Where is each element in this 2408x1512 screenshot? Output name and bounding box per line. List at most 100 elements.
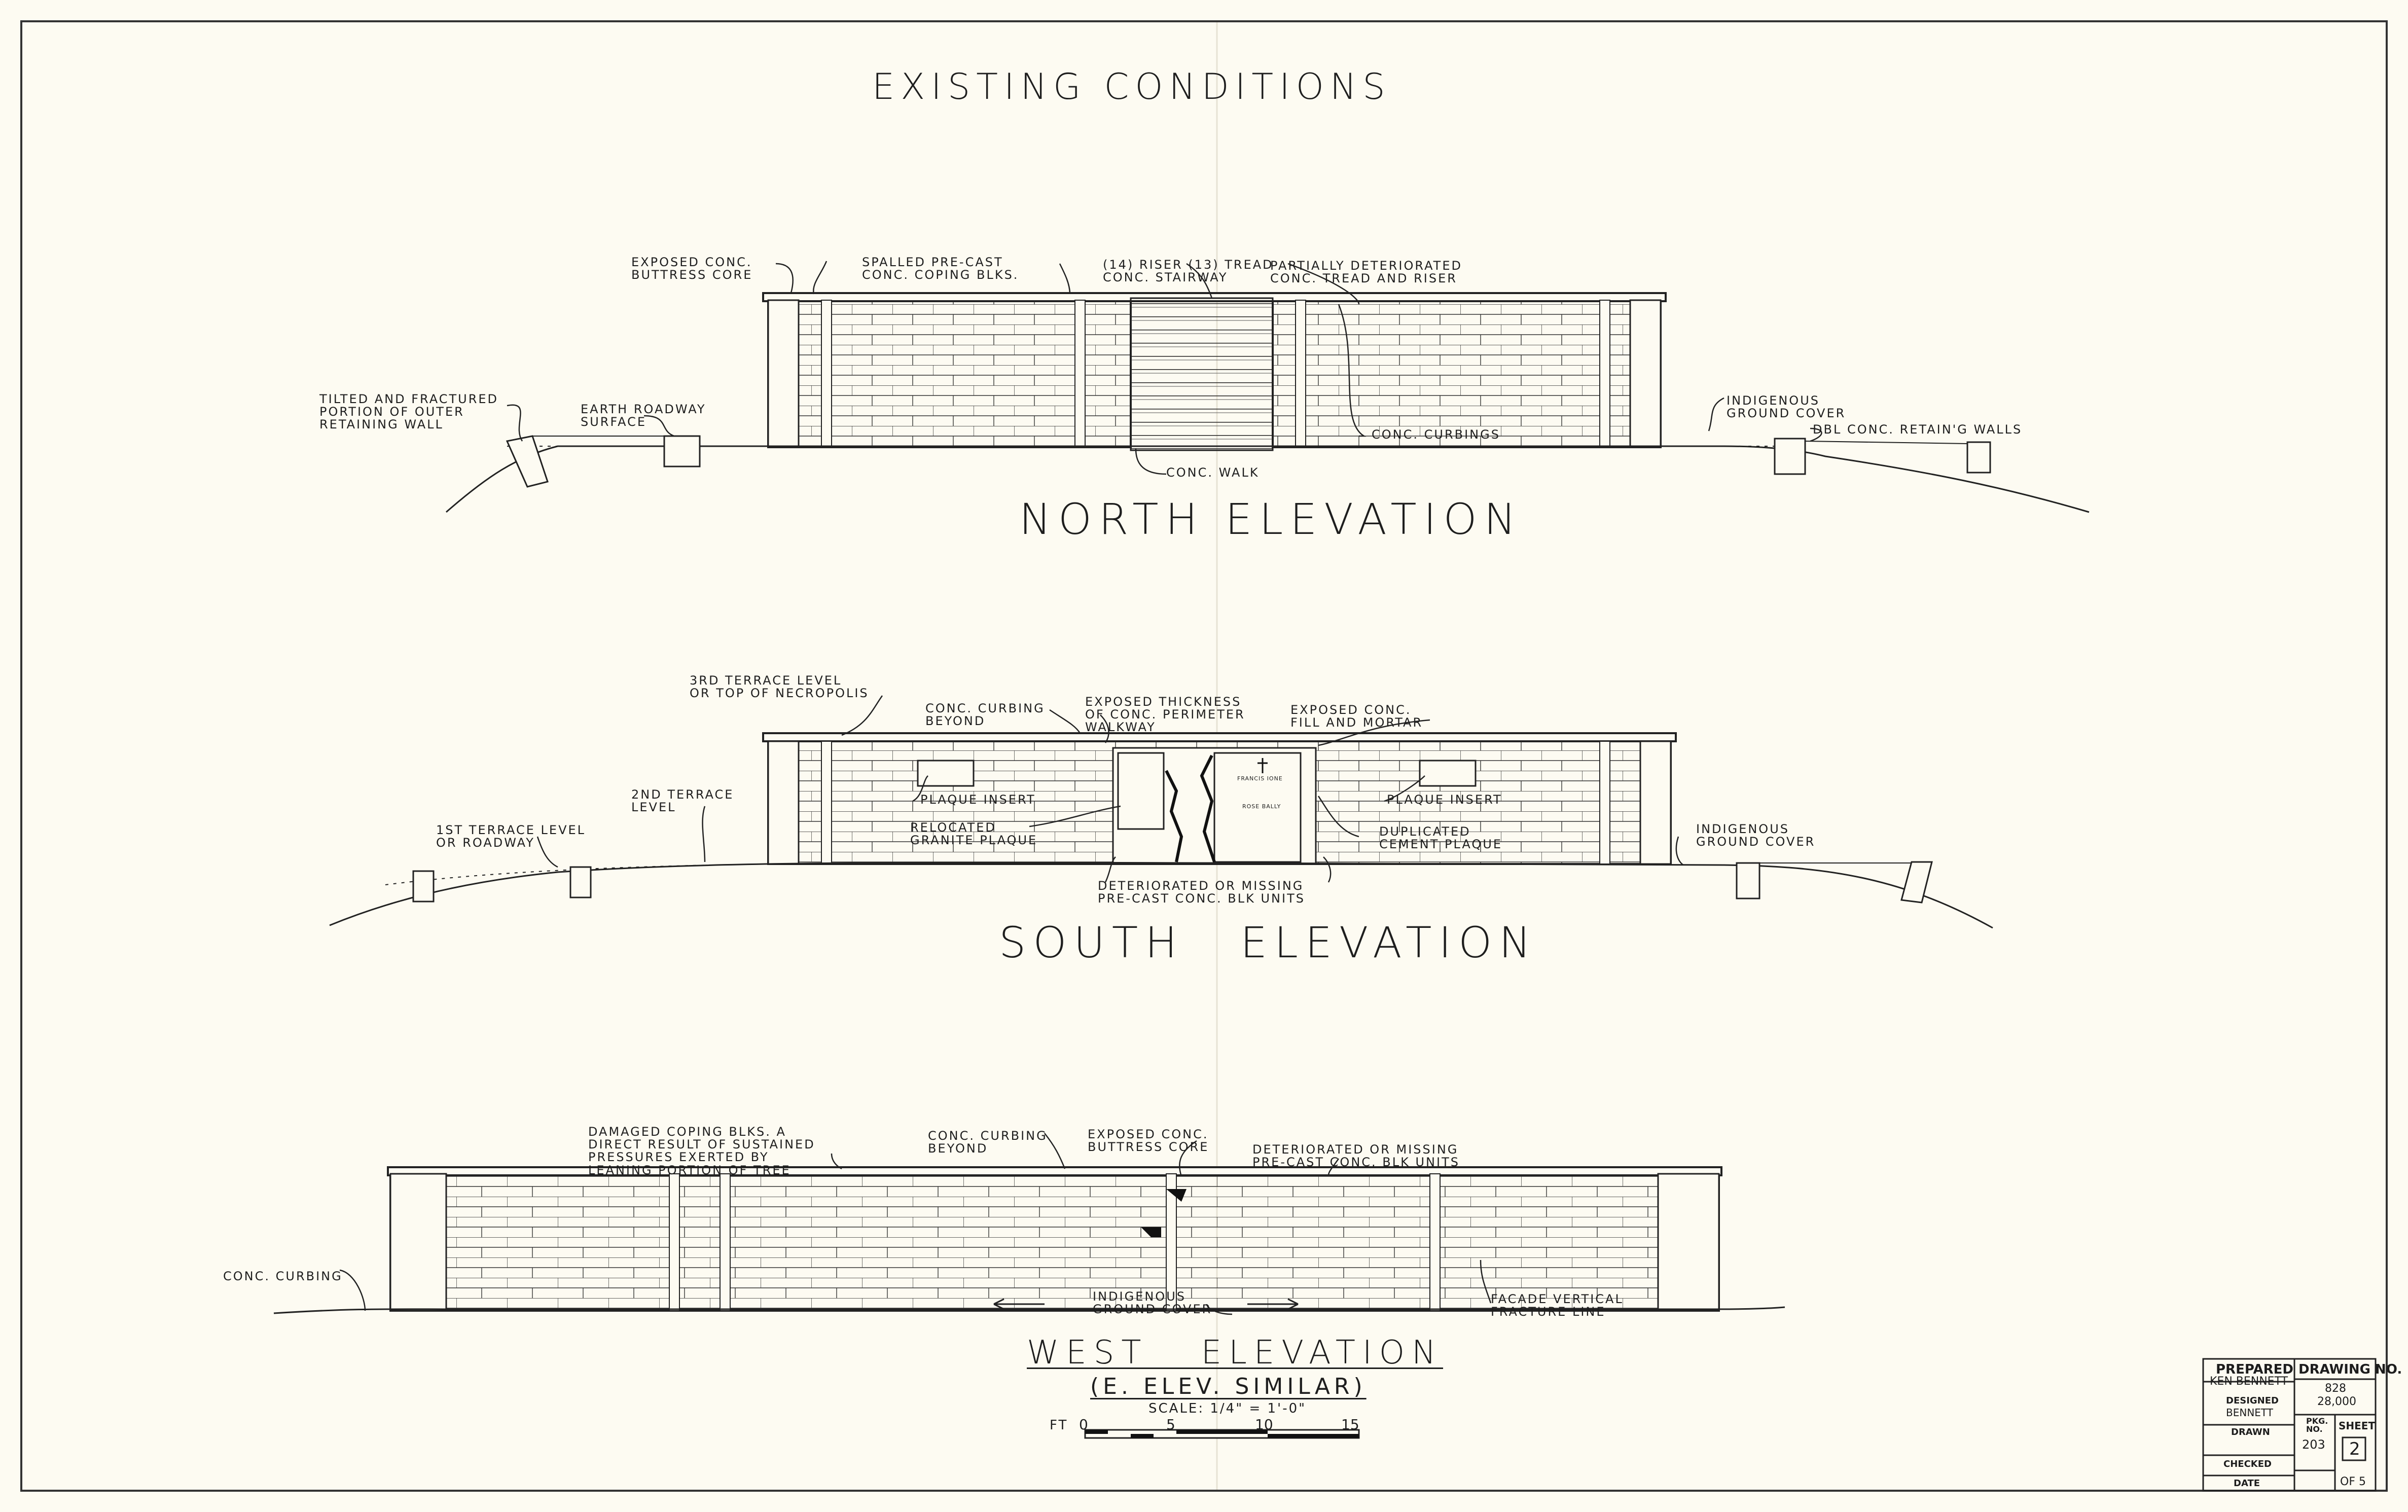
note-north-ground: Indigenous ground cover xyxy=(1727,393,1846,421)
south-terrace-wall-2 xyxy=(569,866,592,898)
tb-designed-by: Bennett xyxy=(2226,1407,2273,1419)
north-buttress-5 xyxy=(1599,300,1610,448)
north-stairway xyxy=(1130,297,1274,451)
tb-prepared-label: Prepared xyxy=(2216,1362,2293,1377)
south-elevation-drawing xyxy=(329,732,1993,929)
south-tilted-wall xyxy=(1900,861,1933,904)
note-south-terrace1: 1st terrace level or roadway xyxy=(436,823,586,850)
note-north-stair: (14) riser (13) tread conc. stairway xyxy=(1103,258,1274,285)
south-buttress-3 xyxy=(1599,741,1610,865)
note-south-fill: Exposed conc. fill and mortar xyxy=(1290,703,1423,730)
south-plaque-text-2: Rose Bally xyxy=(1242,803,1281,810)
note-north-curbings: Conc. curbings xyxy=(1372,427,1500,442)
north-buttress-4 xyxy=(1295,300,1306,448)
west-elevation-drawing xyxy=(273,1166,1785,1314)
scale-tick-10: 10 xyxy=(1255,1416,1273,1433)
south-elevation-title: South Elevation xyxy=(999,918,1538,967)
title-block xyxy=(2202,1358,2377,1492)
south-ground-line xyxy=(329,861,1993,929)
note-south-missing: Deteriorated or missing pre-cast conc. b… xyxy=(1098,879,1305,906)
west-buttress-3 xyxy=(720,1173,731,1311)
west-buttress-4 xyxy=(1166,1173,1177,1311)
leader-lines xyxy=(339,261,1822,1315)
note-north-earth: Earth roadway surface xyxy=(581,402,706,429)
west-ground-line xyxy=(273,1306,1785,1314)
west-buttress-5 xyxy=(1429,1173,1441,1311)
tb-pkg-label: Pkg. No. xyxy=(2306,1416,2328,1434)
west-buttress-6 xyxy=(1657,1173,1720,1312)
south-cross-icon xyxy=(1257,758,1268,773)
tb-pkg-no: 203 xyxy=(2302,1437,2325,1452)
tb-drawing-no-2: 28,000 xyxy=(2317,1395,2356,1408)
west-missing-units xyxy=(1141,1189,1187,1237)
note-west-damaged: Damaged coping blks. a direct result of … xyxy=(588,1125,815,1177)
note-south-cement: Duplicated cement plaque xyxy=(1379,824,1503,852)
south-plaque-insert-right xyxy=(1419,760,1477,787)
tb-drawing-no-1: 828 xyxy=(2325,1382,2346,1395)
note-south-plaque-right: Plaque insert xyxy=(1387,793,1502,807)
south-granite-plaque xyxy=(1117,752,1165,830)
tb-of-label: of 5 xyxy=(2340,1475,2366,1488)
west-elevation-subtitle: (E. Elev. Similar) xyxy=(1090,1374,1367,1399)
south-cement-plaque xyxy=(1213,752,1302,863)
note-south-curbing: Conc. curbing beyond xyxy=(925,701,1045,729)
south-ground-line-2 xyxy=(385,862,862,885)
note-south-plaque-left: Plaque insert xyxy=(920,793,1036,807)
west-wall xyxy=(389,1173,1720,1312)
north-buttress-2 xyxy=(821,300,832,448)
note-south-granite: Relocated granite plaque xyxy=(910,820,1038,848)
note-west-buttress: Exposed conc. buttress core xyxy=(1088,1127,1209,1155)
south-coping xyxy=(762,732,1677,742)
west-buttress-2 xyxy=(669,1173,680,1311)
tb-sheet-label: Sheet xyxy=(2339,1420,2376,1432)
note-west-curbing-beyond: Conc. curbing beyond xyxy=(928,1129,1048,1156)
south-buttress-4 xyxy=(1639,740,1672,865)
note-north-deteriorated: Partially deteriorated conc. tread and r… xyxy=(1270,259,1462,286)
north-buttress-1 xyxy=(767,299,800,448)
west-buttress-1 xyxy=(389,1173,447,1312)
west-elevation-title: West Elevation xyxy=(1027,1334,1444,1372)
note-north-retain: Dbl conc. retain'g walls xyxy=(1813,422,2023,437)
north-elevation-drawing xyxy=(446,292,2090,513)
scale-label: Scale: 1/4" = 1'-0" xyxy=(1148,1401,1307,1416)
scale-bar xyxy=(1084,1429,1360,1439)
north-buttress-3 xyxy=(1074,300,1086,448)
page-title: Existing Conditions xyxy=(872,66,1391,107)
scale-unit: FT xyxy=(1050,1418,1068,1433)
note-north-spalled: Spalled pre-cast conc. coping blks. xyxy=(862,255,1019,282)
south-buttress-1 xyxy=(767,740,800,865)
south-plaque-text-1: Francis Ione xyxy=(1237,775,1283,782)
tb-checked-label: Checked xyxy=(2223,1459,2272,1469)
note-west-curbing: Conc. curbing xyxy=(223,1269,343,1283)
note-west-ground: Indigenous ground cover xyxy=(1093,1289,1212,1317)
note-west-missing: Deteriorated or missing pre-cast conc. b… xyxy=(1252,1142,1460,1170)
tb-drawn-label: Drawn xyxy=(2231,1427,2270,1437)
tb-designed-label: Designed xyxy=(2226,1395,2279,1406)
west-ground-arrow xyxy=(993,1298,1299,1310)
north-tilted-wall xyxy=(506,435,549,488)
north-retain-top xyxy=(1805,441,1968,444)
note-north-buttress: Exposed conc. buttress core xyxy=(631,255,753,282)
note-south-thickness: Exposed thickness of conc. perimeter wal… xyxy=(1085,695,1245,735)
south-plaque-insert-left xyxy=(917,760,975,787)
tb-drawing-no-label: Drawing No. xyxy=(2298,1362,2402,1377)
south-broken-edge xyxy=(1165,754,1216,862)
tb-sheet-no: 2 xyxy=(2349,1439,2360,1459)
north-retain-right-2 xyxy=(1966,441,1991,474)
tb-prepared-by: Ken Bennett xyxy=(2210,1375,2288,1388)
south-terrace-wall-1 xyxy=(412,870,435,903)
scale-tick-15: 15 xyxy=(1341,1416,1359,1433)
note-south-terrace3: 3rd terrace level or top of necropolis xyxy=(690,673,869,701)
north-buttress-6 xyxy=(1629,299,1662,448)
note-west-fracture: Facade vertical fracture line xyxy=(1491,1292,1624,1319)
north-retain-right-1 xyxy=(1774,438,1806,475)
note-north-tilted: Tilted and fractured portion of outer re… xyxy=(319,392,499,432)
tb-date-label: Date xyxy=(2234,1478,2260,1489)
note-south-ground: Indigenous ground cover xyxy=(1696,822,1816,849)
north-elevation-title: North Elevation xyxy=(1019,494,1523,544)
north-retain-left xyxy=(663,435,701,467)
scale-tick-5: 5 xyxy=(1166,1416,1175,1433)
south-buttress-2 xyxy=(821,741,832,865)
note-north-walk: Conc. walk xyxy=(1166,465,1260,480)
